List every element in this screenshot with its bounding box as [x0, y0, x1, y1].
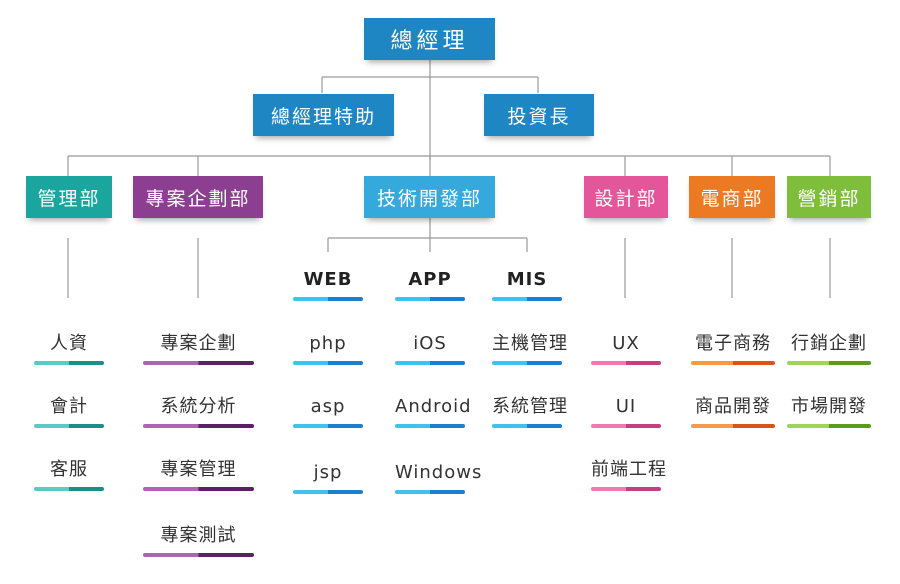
list-item: 主機管理: [492, 331, 568, 365]
chief-investment-officer-label: 投資長: [507, 105, 571, 128]
group-label: MIS: [506, 269, 548, 290]
item-label: 系統管理: [492, 396, 568, 417]
list-item: 系統分析: [143, 394, 254, 428]
item-label: php: [309, 333, 347, 354]
item-label: 專案企劃: [160, 333, 237, 354]
item-label: Windows: [395, 462, 483, 483]
underline-bar: [787, 361, 871, 365]
ceo-box: 總經理: [364, 18, 495, 60]
item-label: UI: [615, 396, 637, 417]
special-assistant-box: 總經理特助: [253, 94, 394, 136]
department-label: 營銷部: [797, 187, 861, 210]
underline-bar: [395, 490, 465, 494]
list-item: 前端工程: [591, 457, 667, 491]
underline-bar: [143, 487, 254, 491]
department-marketing: 營銷部: [787, 176, 871, 218]
tech-group-app: APP: [395, 267, 465, 301]
list-item: Windows: [395, 460, 483, 494]
department-label: 電商部: [700, 187, 764, 210]
item-label: UX: [612, 333, 640, 354]
underline-bar: [34, 487, 104, 491]
underline-bar: [395, 361, 465, 365]
department-label: 管理部: [37, 187, 101, 210]
list-item: 行銷企劃: [787, 331, 871, 365]
item-label: asp: [310, 396, 346, 417]
department-design: 設計部: [584, 176, 668, 218]
item-label: 主機管理: [492, 333, 568, 354]
department-project-planning: 專案企劃部: [133, 176, 263, 218]
underline-bar: [691, 361, 775, 365]
item-label: 專案測試: [160, 525, 237, 546]
item-label: 專案管理: [160, 459, 237, 480]
list-item: 系統管理: [492, 394, 568, 428]
list-item: UX: [591, 331, 661, 365]
underline-bar: [143, 361, 254, 365]
department-ecommerce: 電商部: [689, 176, 775, 218]
underline-bar: [293, 297, 363, 301]
list-item: 會計: [34, 394, 104, 428]
list-item: 商品開發: [691, 394, 775, 428]
underline-bar: [591, 361, 661, 365]
underline-bar: [293, 490, 363, 494]
special-assistant-label: 總經理特助: [270, 105, 376, 128]
item-label: 系統分析: [160, 396, 237, 417]
list-item: jsp: [293, 460, 363, 494]
list-item: Android: [395, 394, 472, 428]
item-label: iOS: [413, 333, 447, 354]
group-label: WEB: [303, 269, 353, 290]
underline-bar: [591, 424, 661, 428]
department-label: 設計部: [594, 187, 658, 210]
item-label: 會計: [50, 396, 88, 417]
list-item: asp: [293, 394, 363, 428]
underline-bar: [787, 424, 871, 428]
item-label: jsp: [313, 462, 343, 483]
item-label: 行銷企劃: [791, 333, 867, 354]
item-label: 市場開發: [791, 396, 867, 417]
list-item: 客服: [34, 457, 104, 491]
item-label: 客服: [50, 459, 88, 480]
department-label: 技術開發部: [376, 187, 482, 210]
group-label: APP: [408, 269, 452, 290]
list-item: iOS: [395, 331, 465, 365]
underline-bar: [492, 297, 562, 301]
underline-bar: [492, 424, 562, 428]
list-item: 專案測試: [143, 523, 254, 557]
list-item: UI: [591, 394, 661, 428]
department-management: 管理部: [26, 176, 112, 218]
item-label: Android: [395, 396, 472, 417]
list-item: 人資: [34, 331, 104, 365]
item-label: 商品開發: [695, 396, 771, 417]
item-label: 前端工程: [591, 459, 667, 480]
underline-bar: [492, 361, 562, 365]
underline-bar: [293, 361, 363, 365]
underline-bar: [395, 297, 465, 301]
department-label: 專案企劃部: [145, 187, 251, 210]
underline-bar: [34, 424, 104, 428]
tech-group-mis: MIS: [492, 267, 562, 301]
item-label: 人資: [50, 333, 88, 354]
underline-bar: [293, 424, 363, 428]
item-label: 電子商務: [695, 333, 771, 354]
list-item: 電子商務: [691, 331, 775, 365]
underline-bar: [143, 553, 254, 557]
list-item: 專案管理: [143, 457, 254, 491]
underline-bar: [34, 361, 104, 365]
list-item: 專案企劃: [143, 331, 254, 365]
underline-bar: [395, 424, 465, 428]
underline-bar: [591, 487, 661, 491]
ceo-label: 總經理: [390, 29, 469, 54]
underline-bar: [143, 424, 254, 428]
underline-bar: [691, 424, 775, 428]
list-item: 市場開發: [787, 394, 871, 428]
chief-investment-officer-box: 投資長: [484, 94, 594, 136]
tech-group-web: WEB: [293, 267, 363, 301]
department-tech-development: 技術開發部: [364, 176, 495, 218]
list-item: php: [293, 331, 363, 365]
